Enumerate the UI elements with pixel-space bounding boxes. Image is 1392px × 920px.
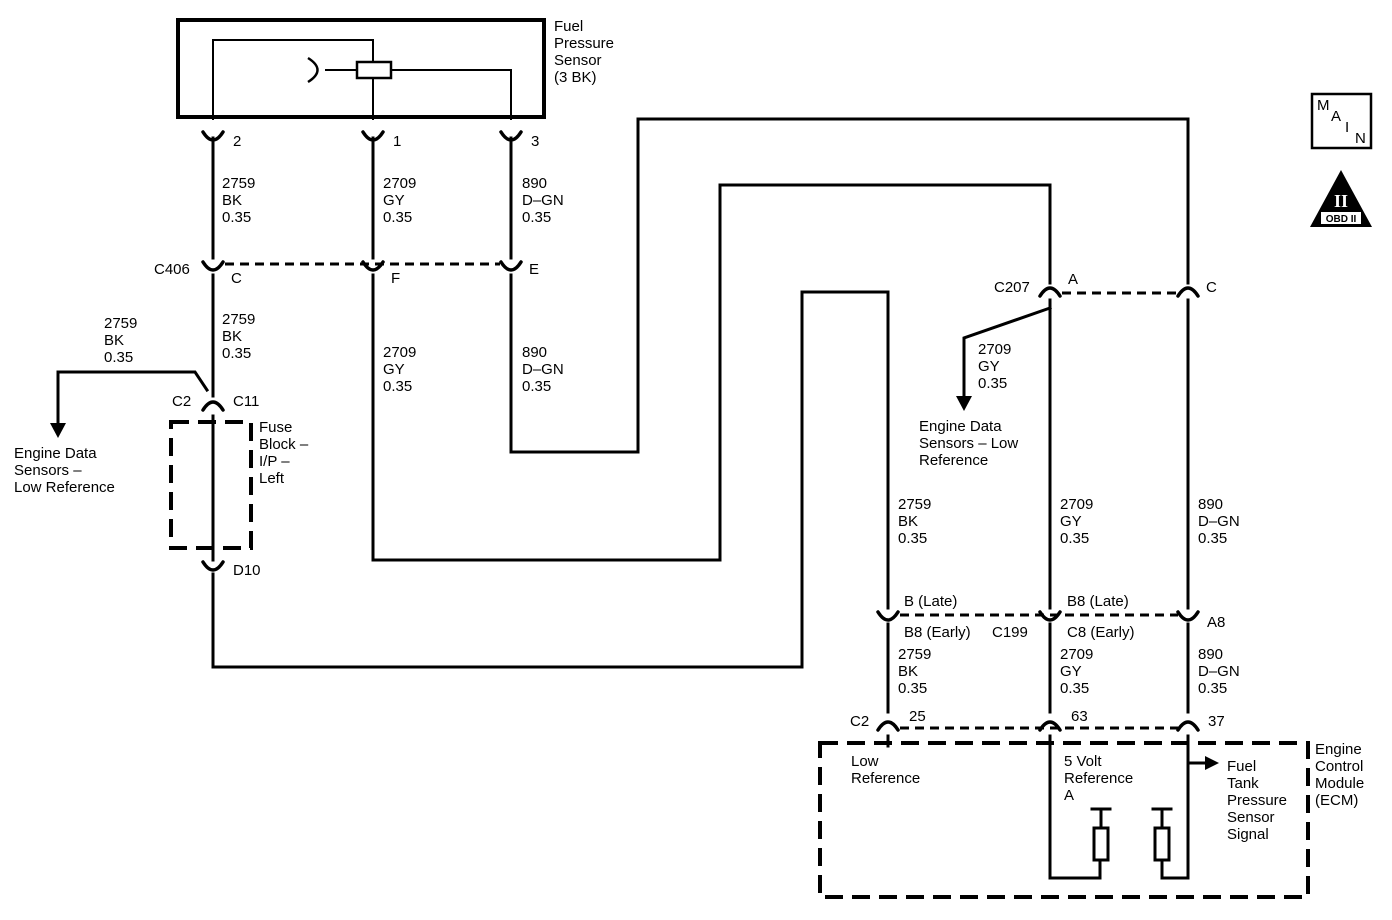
wire-label-bk-left: 2759 BK 0.35 [104, 315, 142, 366]
c406-pin-c: C [231, 270, 242, 287]
connector-c199: B (Late) B8 (Late) B8 (Early) C199 C8 (E… [876, 593, 1225, 641]
arrow-down-icon [956, 396, 972, 411]
svg-text:A: A [1331, 108, 1341, 125]
ecm-pin-25: 25 [909, 708, 926, 725]
wire-label-gy-mid: 2709 GY 0.35 [383, 344, 421, 395]
c199-name: C199 [992, 624, 1028, 641]
ecm-title: Engine Control Module (ECM) [1315, 741, 1368, 809]
ecm-signal-label: Fuel Tank Pressure Sensor Signal [1227, 758, 1291, 843]
ecm-low-reference-label: Low Reference [851, 753, 920, 787]
wire-label-gy-splice: 2709 GY 0.35 [978, 341, 1016, 392]
wire-label-gy-c199: 2709 GY 0.35 [1060, 496, 1098, 547]
sensor-label: Fuel Pressure Sensor (3 BK) [554, 18, 618, 86]
c406-pin-f: F [391, 270, 400, 287]
svg-text:I: I [1345, 119, 1349, 136]
wire-label-gy-top: 2709 GY 0.35 [383, 175, 421, 226]
sensor-pin-2: 2 [233, 133, 241, 150]
c199-c8-early: C8 (Early) [1067, 624, 1135, 641]
c406-pin-e: E [529, 261, 539, 278]
svg-text:OBD II: OBD II [1326, 214, 1357, 225]
fuse-block: C2 C11 D10 Fuse Block – I/P – Left [169, 393, 312, 579]
wire-label-dgn-ecm: 890 D–GN 0.35 [1198, 646, 1244, 697]
svg-text:M: M [1317, 97, 1330, 114]
wire-label-gy-ecm: 2709 GY 0.35 [1060, 646, 1098, 697]
arrow-down-icon [50, 423, 66, 438]
c199-b8-late: B8 (Late) [1067, 593, 1129, 610]
fuse-c11: C11 [233, 393, 259, 410]
sensor-pins: 2 1 3 [201, 130, 539, 150]
ecm-c2: C2 [850, 713, 869, 730]
ecm-connector-c2: C2 25 63 37 [850, 708, 1225, 732]
connector-c406: C406 C F E [154, 260, 539, 287]
wire-label-dgn-c199: 890 D–GN 0.35 [1198, 496, 1244, 547]
obd-ii-badge: II OBD II [1310, 170, 1372, 227]
c207-ref-label: Engine Data Sensors – Low Reference [919, 418, 1022, 469]
connector-c207: C207 A C [994, 271, 1217, 298]
fuse-c2: C2 [172, 393, 191, 410]
c199-b-late: B (Late) [904, 593, 957, 610]
wire-label-bk-c199: 2759 BK 0.35 [898, 496, 936, 547]
wire-label-bk-ecm: 2759 BK 0.35 [898, 646, 936, 697]
sensor-pin-3: 3 [531, 133, 539, 150]
sensor-pin-1: 1 [393, 133, 401, 150]
c199-a8: A8 [1207, 614, 1225, 631]
wire-label-dgn-mid: 890 D–GN 0.35 [522, 344, 568, 395]
wire-label-dgn-top: 890 D–GN 0.35 [522, 175, 568, 226]
svg-text:N: N [1355, 130, 1366, 147]
c199-b8-early: B8 (Early) [904, 624, 971, 641]
wire-label-bk-top: 2759 BK 0.35 [222, 175, 260, 226]
main-badge: M A I N [1310, 92, 1373, 150]
ecm-module: Low Reference 5 Volt Reference A Fuel Ta… [818, 734, 1368, 899]
fuse-d10: D10 [233, 562, 261, 579]
left-ref-label: Engine Data Sensors – Low Reference [14, 445, 115, 496]
ecm-pin-63: 63 [1071, 708, 1088, 725]
c406-name: C406 [154, 261, 190, 278]
ecm-pin-37: 37 [1208, 713, 1225, 730]
c207-pin-a: A [1068, 271, 1078, 288]
arrow-right-icon [1205, 756, 1219, 770]
ecm-5v-reference-label: 5 Volt Reference A [1064, 753, 1137, 804]
c207-name: C207 [994, 279, 1030, 296]
svg-text:II: II [1334, 191, 1348, 211]
fuse-block-label: Fuse Block – I/P – Left [259, 419, 312, 487]
wire-label-bk-mid: 2759 BK 0.35 [222, 311, 260, 362]
c207-pin-c: C [1206, 279, 1217, 296]
fuel-pressure-sensor: Fuel Pressure Sensor (3 BK) [176, 18, 618, 120]
